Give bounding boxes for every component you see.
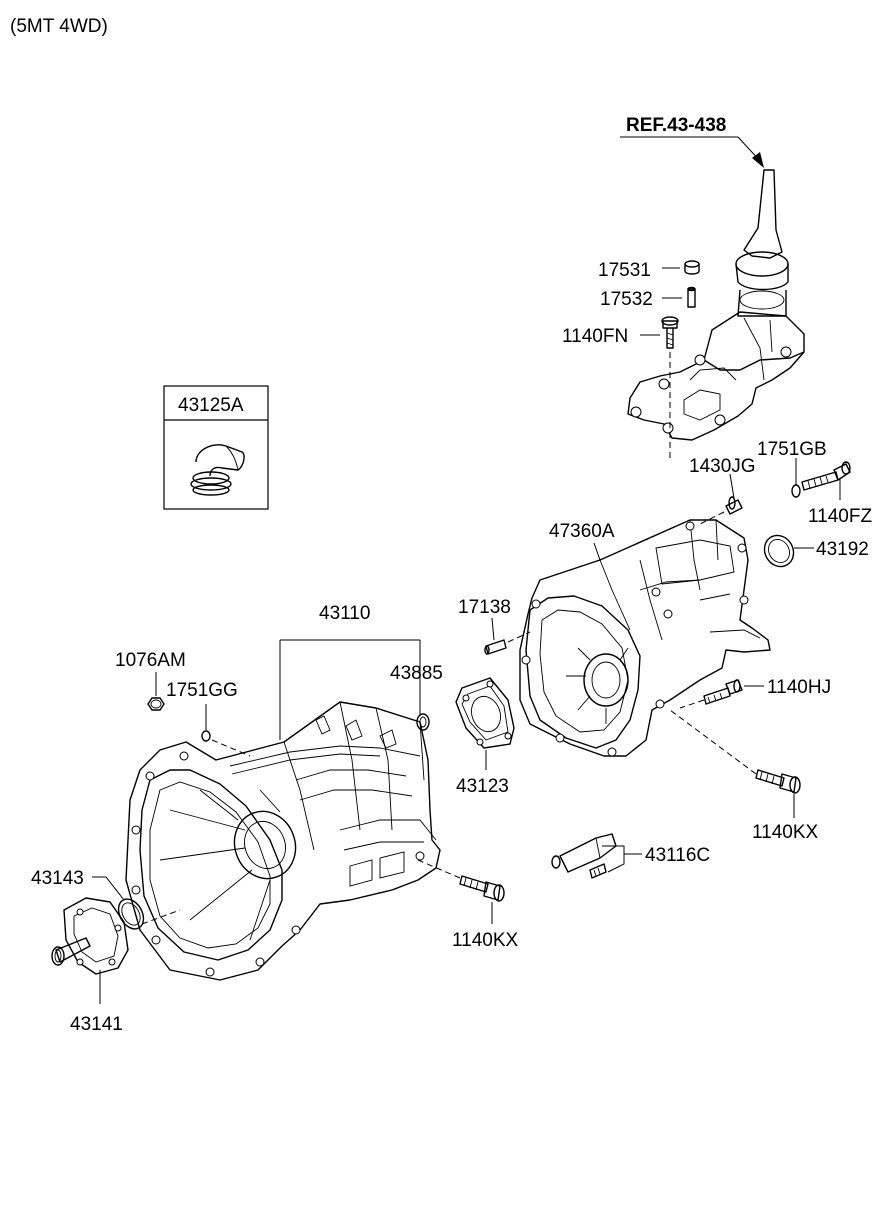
- plug-1076AM[interactable]: [147, 697, 165, 711]
- bolt-1140FN[interactable]: [661, 316, 679, 349]
- transmission-case-43110[interactable]: [125, 701, 441, 981]
- gasket-43123[interactable]: [455, 677, 515, 749]
- bushing-43885[interactable]: [416, 713, 430, 731]
- part-label-1430JG[interactable]: 1430JG: [689, 456, 756, 477]
- bolt-1140FZ[interactable]: [801, 461, 851, 491]
- part-label-17532[interactable]: 17532: [600, 289, 653, 310]
- part-label-43143[interactable]: 43143: [31, 868, 84, 889]
- part-label-1751GB[interactable]: 1751GB: [757, 439, 827, 460]
- part-label-1140HJ[interactable]: 1140HJ: [767, 677, 831, 698]
- breather-hose-icon: [190, 444, 245, 496]
- part-label-43123[interactable]: 43123: [456, 776, 509, 797]
- bushing-17531[interactable]: [684, 260, 700, 275]
- part-label-17531[interactable]: 17531: [598, 260, 651, 281]
- bearing-retainer-43141[interactable]: [51, 897, 129, 975]
- extension-housing-47360A[interactable]: [519, 519, 771, 757]
- shift-lever-assembly[interactable]: [627, 169, 805, 441]
- part-label-1140KX-lower[interactable]: 1140KX: [452, 930, 519, 951]
- o-ring-43192[interactable]: [759, 530, 799, 572]
- ref-label[interactable]: REF.43-438: [626, 115, 726, 136]
- part-label-43141[interactable]: 43141: [70, 1014, 123, 1035]
- part-label-1140FN[interactable]: 1140FN: [562, 326, 628, 347]
- pin-17138[interactable]: [484, 639, 507, 655]
- part-label-1751GG[interactable]: 1751GG: [166, 680, 238, 701]
- part-label-1076AM[interactable]: 1076AM: [115, 650, 186, 671]
- part-label-43192[interactable]: 43192: [816, 539, 869, 560]
- part-label-47360A[interactable]: 47360A: [549, 521, 615, 542]
- part-label-43116C[interactable]: 43116C: [645, 845, 710, 866]
- part-label-17138[interactable]: 17138: [458, 597, 511, 618]
- part-label-43885[interactable]: 43885: [390, 663, 443, 684]
- inset-box-43125A[interactable]: 43125A: [163, 385, 269, 510]
- bolt-1140KX-lower[interactable]: [459, 875, 505, 902]
- dowel-1430JG[interactable]: [725, 496, 743, 515]
- washer-1751GG[interactable]: [201, 730, 211, 742]
- inset-part-number: 43125A: [178, 395, 244, 416]
- sensor-43116C[interactable]: [551, 833, 617, 879]
- part-label-43110[interactable]: 43110: [319, 603, 370, 624]
- part-label-1140FZ[interactable]: 1140FZ: [808, 506, 872, 527]
- washer-1751GB[interactable]: [791, 484, 801, 498]
- pin-17532[interactable]: [687, 286, 696, 308]
- part-label-1140KX-right[interactable]: 1140KX: [752, 822, 819, 843]
- ref-leader: [620, 136, 764, 168]
- variant-label: (5MT 4WD): [10, 16, 108, 37]
- bolt-1140HJ[interactable]: [703, 679, 743, 705]
- bolt-1140KX-right[interactable]: [755, 769, 801, 794]
